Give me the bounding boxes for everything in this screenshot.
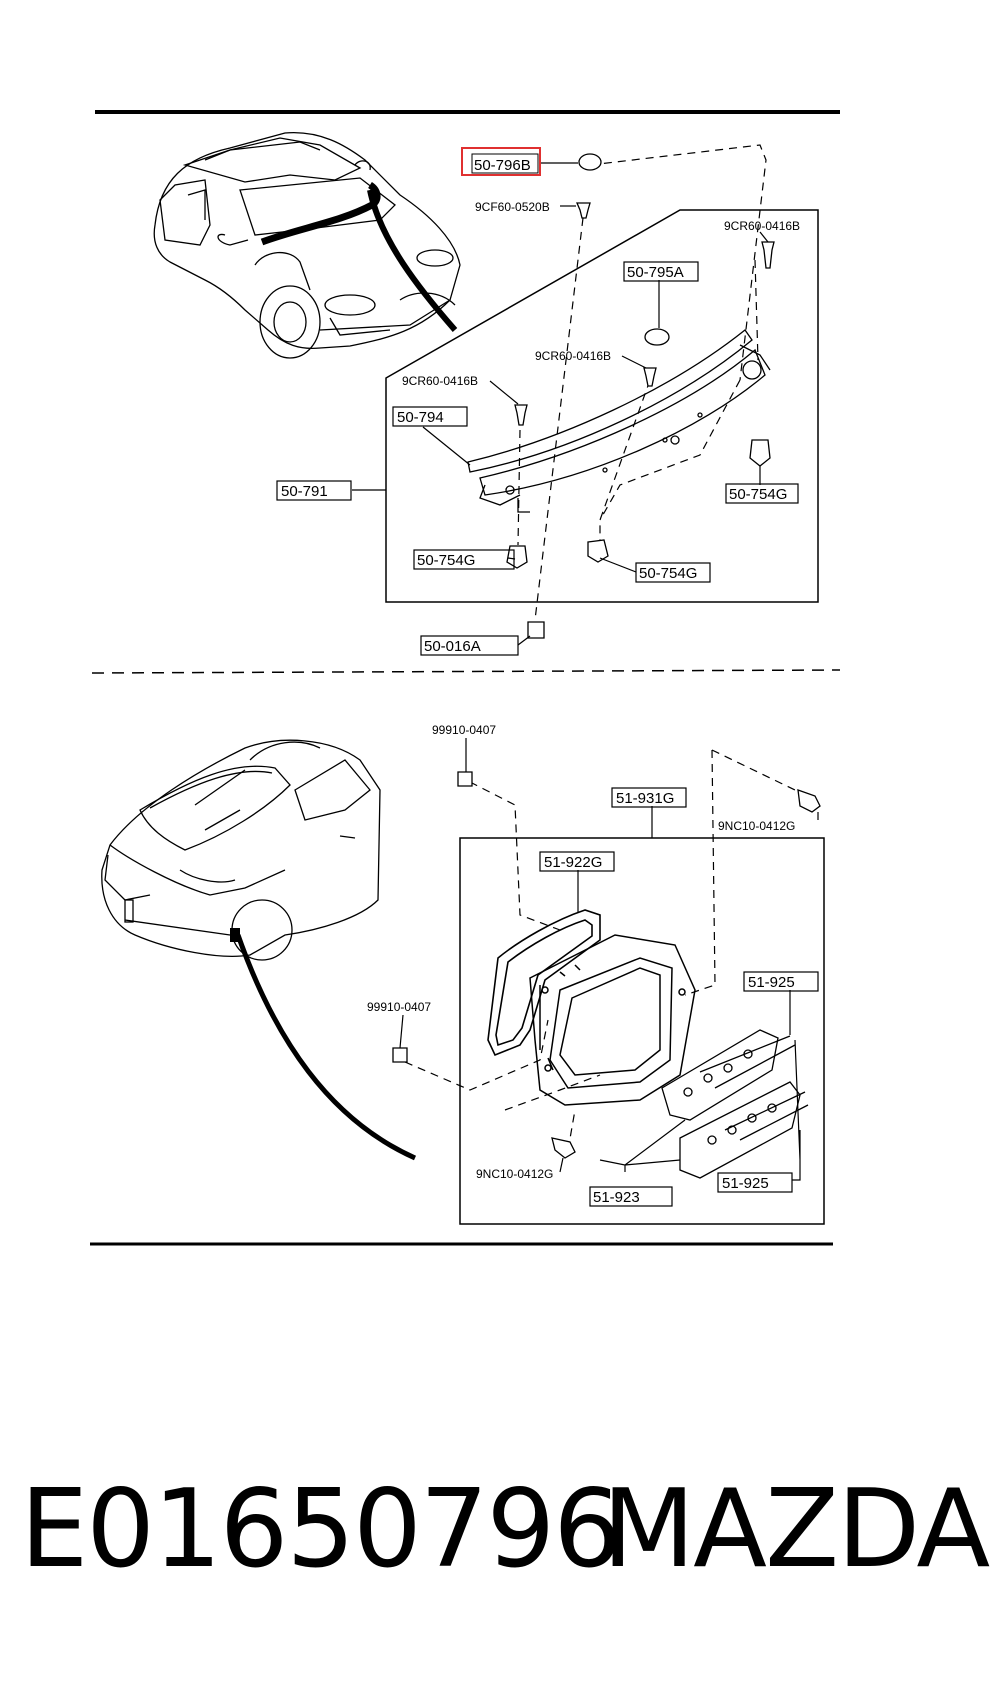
label-50-791: 50-791 [281, 483, 328, 500]
label-50-754g-mid: 50-754G [639, 565, 697, 582]
car-rear-seal-callout [235, 934, 417, 1161]
label-9cf60-0520b: 9CF60-0520B [475, 200, 550, 214]
label-51-931g: 51-931G [616, 790, 674, 807]
clip-50-754g-mid-shape [587, 539, 609, 563]
clip-50-016a-shape [527, 621, 545, 639]
brand-name: MAZDA [602, 1467, 990, 1592]
car-seal-callout [367, 189, 458, 332]
label-50-796b: 50-796B [474, 157, 531, 174]
part-number: E01650796 [20, 1467, 622, 1592]
label-9cr60-0416b-left: 9CR60-0416B [402, 374, 478, 388]
label-9nc10-0412g-bottom: 9NC10-0412G [476, 1167, 553, 1181]
lamp-housing [529, 934, 696, 1106]
label-frame-50-016a [420, 635, 519, 656]
car-front-illustration [153, 131, 461, 359]
label-99910-0407-top: 99910-0407 [432, 723, 496, 737]
lower-fasteners [392, 771, 821, 1159]
assembly-frame-50-791 [385, 209, 819, 603]
label-frame-51-922g [539, 851, 615, 872]
assembly-frame-51-931g [459, 837, 825, 1225]
nut-99910-0407-top-shape [457, 771, 473, 787]
label-9cr60-0416b-top: 9CR60-0416B [724, 219, 800, 233]
cap-50-795a-shape [644, 328, 670, 346]
label-50-754g-right: 50-754G [729, 486, 787, 503]
clip-50-754g-left-shape [506, 545, 528, 569]
upper-fasteners [506, 153, 775, 639]
label-frame-51-931g [611, 787, 687, 808]
label-frame-50-754g-right [725, 483, 799, 504]
label-51-923: 51-923 [593, 1189, 640, 1206]
seal-frame-51-922g [487, 909, 601, 1057]
label-frame-51-923 [589, 1186, 673, 1207]
label-50-016a: 50-016A [424, 638, 481, 655]
label-9cr60-0416b-mid: 9CR60-0416B [535, 349, 611, 363]
label-50-754g-left: 50-754G [417, 552, 475, 569]
label-frame-50-791 [276, 480, 352, 501]
car-rear-illustration [101, 739, 381, 961]
label-50-794: 50-794 [397, 409, 444, 426]
bolt-9nc10-0412g-top-shape [797, 789, 821, 813]
label-frame-50-754g-mid [635, 562, 711, 583]
label-frame-51-925-top [743, 971, 819, 992]
label-51-925-top: 51-925 [748, 974, 795, 991]
middle-dashed-rule [91, 669, 841, 674]
label-frame-50-796b [471, 153, 539, 174]
label-50-795a: 50-795A [627, 264, 684, 281]
label-51-922g: 51-922G [544, 854, 602, 871]
bolt-9nc10-0412g-bottom-shape [551, 1137, 576, 1159]
label-frame-50-754g-left [413, 549, 515, 570]
screw-9cf60-0520b-shape [576, 202, 591, 219]
car-windshield-seal [260, 182, 381, 246]
label-frame-51-925-bottom [717, 1172, 793, 1193]
lower-dashed-guides [404, 749, 796, 1151]
cap-50-796b-shape [578, 153, 602, 171]
nut-99910-0407-left-shape [392, 1047, 408, 1063]
label-51-925-bottom: 51-925 [722, 1175, 769, 1192]
part-caption: E01650796 MAZDA [20, 1465, 990, 1595]
upper-molding-part [467, 329, 771, 513]
upper-dashed-guides [517, 144, 767, 621]
upper-leaders [352, 162, 769, 646]
screw-9cr60-0416b-top-shape [761, 241, 775, 269]
highlight-box-50-796b [461, 147, 541, 176]
lamp-assembly-51-923 [661, 1029, 809, 1179]
label-9nc10-0412g-top: 9NC10-0412G [718, 819, 795, 833]
label-frame-50-795a [623, 261, 699, 282]
label-99910-0407-left: 99910-0407 [367, 1000, 431, 1014]
screw-9cr60-0416b-left-shape [514, 404, 528, 426]
clip-50-754g-right-shape [749, 439, 771, 467]
screw-9cr60-0416b-mid-shape [643, 367, 657, 387]
lower-leaders [399, 738, 819, 1181]
label-frame-50-794 [392, 406, 468, 427]
car-rear-marker [230, 928, 240, 942]
